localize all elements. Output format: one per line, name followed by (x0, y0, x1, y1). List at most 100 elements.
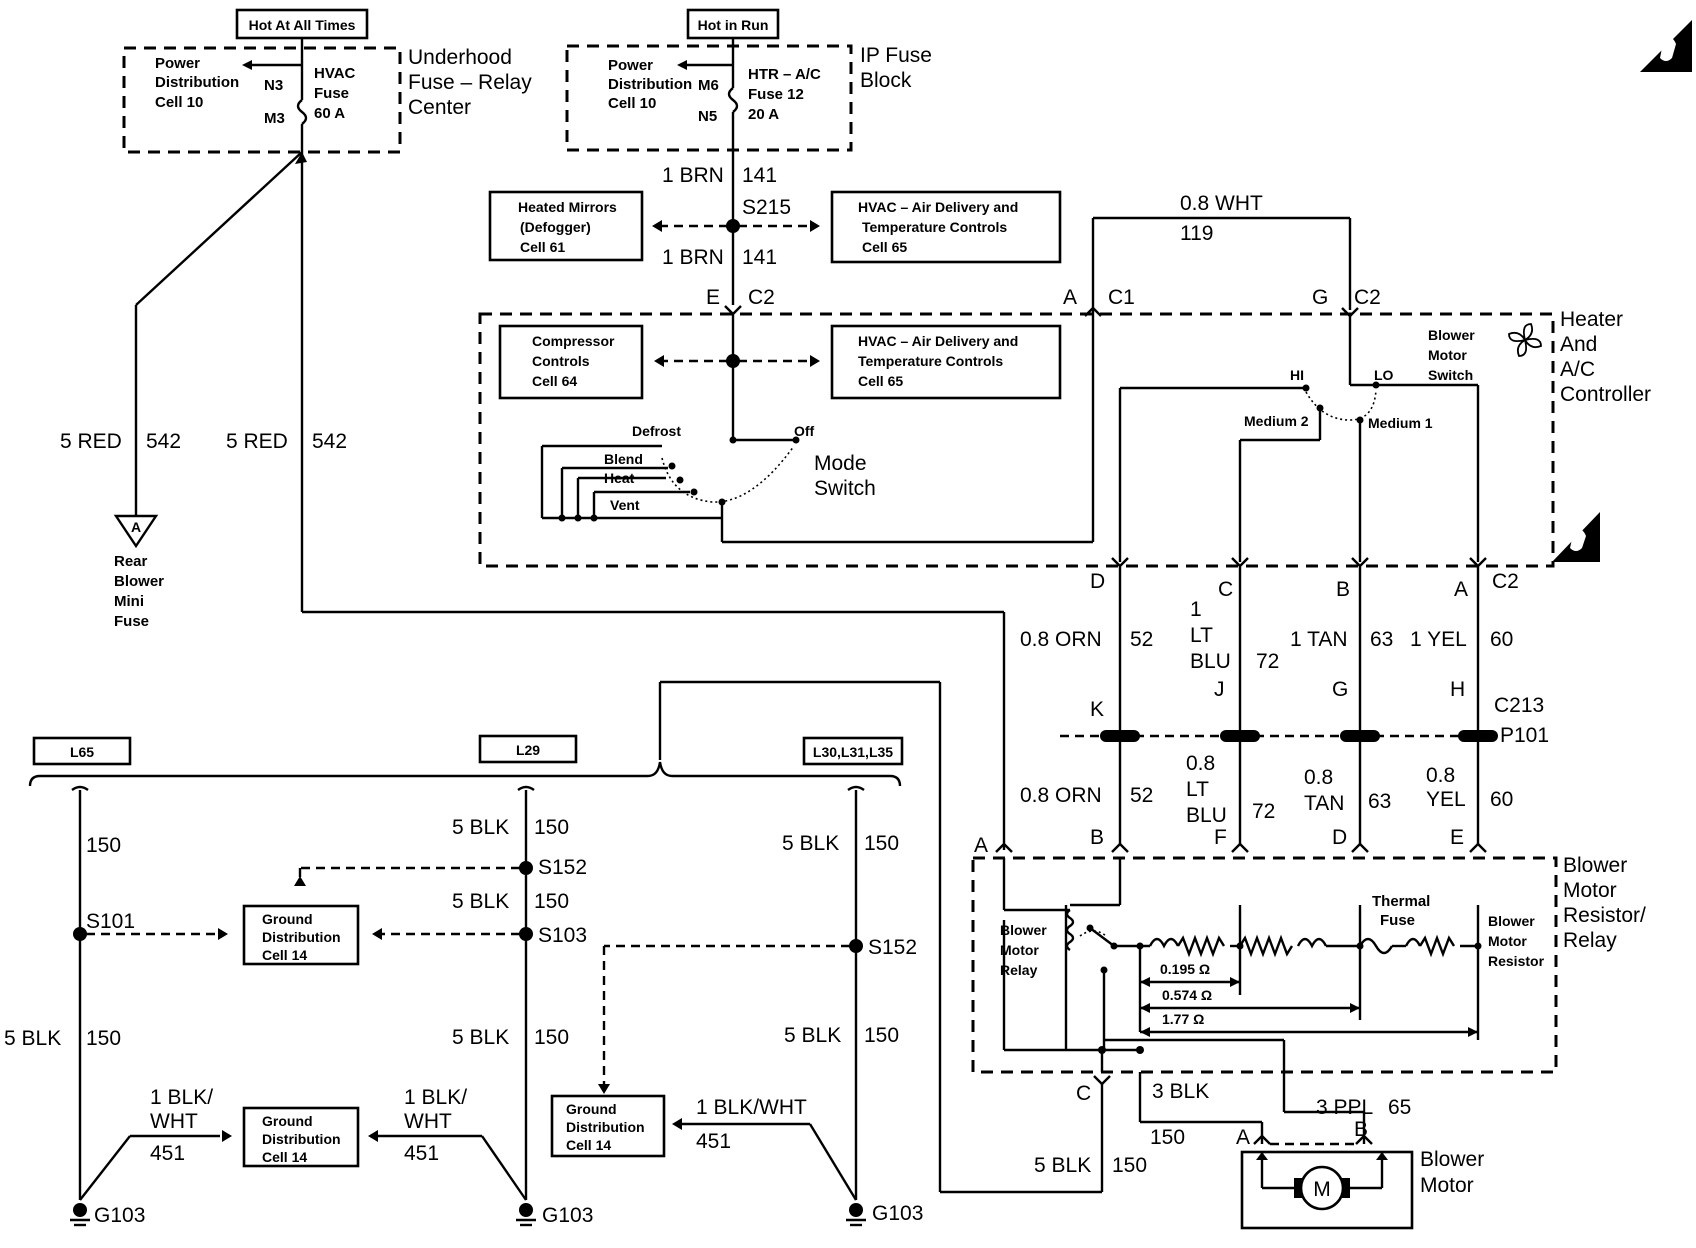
svg-text:C1: C1 (1108, 286, 1135, 309)
svg-text:1 BRN: 1 BRN (662, 246, 724, 269)
svg-text:Mode: Mode (814, 452, 867, 475)
svg-text:Ground: Ground (566, 1101, 617, 1117)
svg-text:HVAC – Air Delivery and: HVAC – Air Delivery and (858, 199, 1018, 215)
ground-icon (70, 1203, 90, 1227)
svg-text:Ground: Ground (262, 911, 313, 927)
svg-text:G103: G103 (94, 1204, 145, 1227)
svg-text:5 BLK: 5 BLK (782, 832, 839, 855)
svg-text:L30,L31,L35: L30,L31,L35 (813, 744, 893, 760)
svg-text:5 BLK: 5 BLK (784, 1024, 841, 1047)
svg-text:Blower: Blower (1420, 1148, 1484, 1171)
svg-text:HVAC: HVAC (314, 65, 356, 82)
svg-text:Hot At All Times: Hot At All Times (249, 17, 356, 33)
svg-text:Cell 14: Cell 14 (566, 1137, 611, 1153)
svg-text:542: 542 (312, 430, 347, 453)
svg-text:3 BLK: 3 BLK (1152, 1080, 1209, 1103)
svg-text:1 BLK/WHT: 1 BLK/WHT (696, 1096, 807, 1119)
svg-text:LT: LT (1190, 624, 1213, 647)
motor-wiring: C 5 BLK 150 3 BLK 150 3 PPL 65 A B (658, 680, 1411, 1194)
svg-text:Block: Block (860, 69, 912, 92)
svg-text:Center: Center (408, 96, 471, 119)
svg-text:A: A (1454, 578, 1468, 601)
svg-text:141: 141 (742, 164, 777, 187)
svg-text:Vent: Vent (610, 497, 640, 513)
ref-ground-distribution-a: Ground Distribution Cell 14 (242, 904, 360, 966)
svg-text:Fuse – Relay: Fuse – Relay (408, 71, 532, 94)
heater-ac-controller: Heater And A/C Controller (478, 308, 1651, 568)
svg-text:Switch: Switch (1428, 367, 1473, 383)
connector-controller-top: E C2 A C1 G C2 (706, 286, 1381, 318)
svg-text:Distribution: Distribution (608, 76, 692, 93)
svg-text:C: C (1076, 1082, 1091, 1105)
svg-text:Blower: Blower (114, 573, 164, 590)
svg-text:Fuse: Fuse (114, 613, 149, 630)
svg-text:5 RED: 5 RED (60, 430, 122, 453)
svg-text:H: H (1450, 678, 1465, 701)
option-bus: L65 L29 L30,L31,L35 (28, 734, 904, 787)
svg-text:Distribution: Distribution (155, 74, 239, 91)
ip-fuse-block: Power Distribution Cell 10 M6 N5 HTR – A… (565, 38, 932, 152)
svg-text:E: E (706, 286, 720, 309)
svg-text:Relay: Relay (1563, 929, 1617, 952)
svg-text:G: G (1312, 286, 1328, 309)
svg-text:Thermal: Thermal (1372, 893, 1430, 910)
esd-warning-icon (1552, 512, 1600, 562)
svg-text:A: A (974, 834, 988, 857)
ground-column-l29: 5 BLK 150 S152 5 BLK 150 S103 5 BLK 150 … (294, 785, 593, 1227)
svg-text:63: 63 (1368, 790, 1391, 813)
svg-text:TAN: TAN (1304, 792, 1344, 815)
svg-text:150: 150 (534, 1026, 569, 1049)
ground-icon (846, 1203, 866, 1227)
svg-text:Controls: Controls (532, 353, 590, 369)
svg-text:A: A (1236, 1126, 1250, 1149)
svg-text:1 YEL: 1 YEL (1410, 628, 1467, 651)
ref-compressor-controls: Compressor Controls Cell 64 (498, 324, 644, 400)
svg-text:0.8 ORN: 0.8 ORN (1020, 628, 1102, 651)
svg-text:5 BLK: 5 BLK (452, 1026, 509, 1049)
svg-text:Blower: Blower (1428, 327, 1475, 343)
connector-c213-p101: K J G H C213 P101 0.8 ORN 52 0.8 LT BLU … (1020, 678, 1549, 827)
ground-column-l30: 5 BLK 150 S152 5 BLK 150 1 BLK/WHT 451 G… (598, 785, 923, 1227)
ground-column-l65: S101 150 5 BLK 150 1 BLK/ WHT 451 G103 (4, 785, 232, 1227)
svg-text:451: 451 (696, 1130, 731, 1153)
fan-icon (1508, 323, 1542, 357)
svg-text:0.8 ORN: 0.8 ORN (1020, 784, 1102, 807)
svg-text:BLU: BLU (1186, 804, 1227, 827)
svg-text:Distribution: Distribution (262, 1131, 341, 1147)
svg-text:A/C: A/C (1560, 358, 1595, 381)
svg-text:Power: Power (608, 57, 653, 74)
svg-text:Compressor: Compressor (532, 333, 615, 349)
svg-text:5 BLK: 5 BLK (1034, 1154, 1091, 1177)
svg-text:Resistor: Resistor (1488, 953, 1545, 969)
svg-text:Ground: Ground (262, 1113, 313, 1129)
svg-text:HTR – A/C: HTR – A/C (748, 66, 821, 83)
svg-text:(Defogger): (Defogger) (520, 219, 591, 235)
svg-text:150: 150 (534, 890, 569, 913)
svg-text:C: C (1218, 578, 1233, 601)
svg-text:B: B (1090, 826, 1104, 849)
blower-motor: M Blower Motor (1240, 1148, 1484, 1230)
svg-text:S152: S152 (538, 856, 587, 879)
svg-text:0.8: 0.8 (1304, 766, 1333, 789)
splice-s215 (726, 219, 740, 233)
svg-text:Mini: Mini (114, 593, 144, 610)
ref-ground-distribution-c: Ground Distribution Cell 14 (550, 1094, 666, 1158)
svg-text:G: G (1332, 678, 1348, 701)
svg-text:Resistor/: Resistor/ (1563, 904, 1646, 927)
svg-text:0.8: 0.8 (1186, 752, 1215, 775)
svg-text:Switch: Switch (814, 477, 876, 500)
blower-speed-wires: 0.8 ORN 52 1 LT BLU 72 1 TAN 63 1 YEL 60 (1020, 566, 1513, 845)
svg-text:M3: M3 (264, 110, 285, 127)
svg-text:Cell 14: Cell 14 (262, 1149, 307, 1165)
svg-text:C213: C213 (1494, 694, 1544, 717)
svg-text:S101: S101 (86, 910, 135, 933)
svg-text:C2: C2 (1492, 570, 1519, 593)
svg-text:LO: LO (1374, 367, 1394, 383)
underhood-fuse-relay-center: Power Distribution Cell 10 N3 M3 HVAC Fu… (122, 38, 532, 154)
hot-in-run-box: Hot in Run (686, 8, 780, 40)
svg-text:Temperature Controls: Temperature Controls (858, 353, 1003, 369)
svg-text:S103: S103 (538, 924, 587, 947)
svg-text:D: D (1332, 826, 1347, 849)
esd-warning-icon (1640, 20, 1692, 72)
svg-text:J: J (1214, 678, 1225, 701)
